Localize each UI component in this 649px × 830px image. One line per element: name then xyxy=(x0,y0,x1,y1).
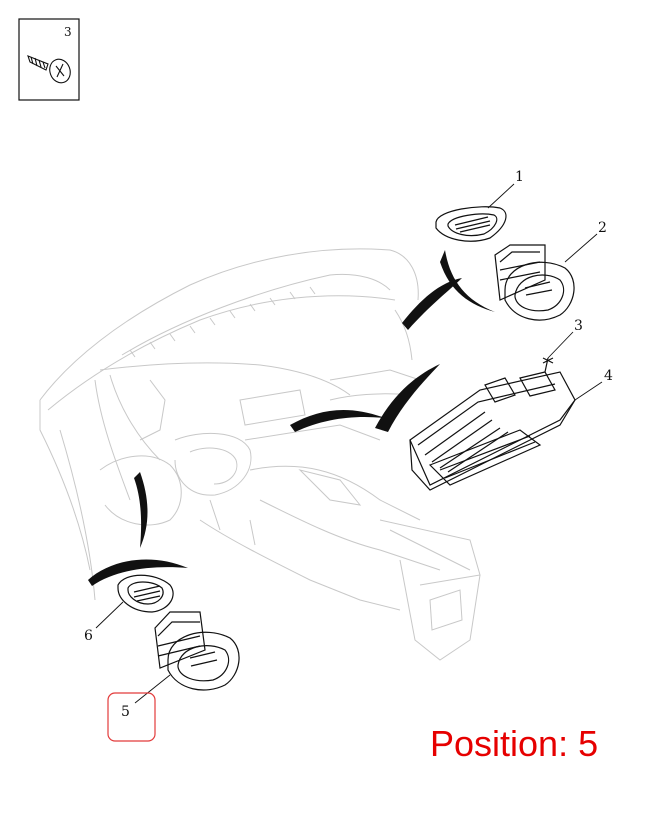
position-label: Position: 5 xyxy=(430,723,599,764)
part-5-vent xyxy=(154,611,240,691)
callout-4: 4 xyxy=(604,368,613,384)
callout-5-highlight xyxy=(107,692,156,742)
inset-label: 3 xyxy=(64,25,72,39)
callout-1: 1 xyxy=(515,169,524,185)
callout-3: 3 xyxy=(574,318,583,334)
swoosh-leaders xyxy=(88,250,495,586)
callout-leaders xyxy=(95,183,603,704)
screw-icon xyxy=(27,55,71,84)
part-6-grille xyxy=(117,574,174,613)
callout-6: 6 xyxy=(84,628,93,644)
inset-box: 3 xyxy=(18,18,80,101)
part-1-grille xyxy=(435,206,507,242)
callout-labels: 1 2 3 4 5 6 xyxy=(84,169,613,720)
callout-2: 2 xyxy=(598,220,607,236)
part-4-centre-vent xyxy=(409,357,576,491)
part-2-vent xyxy=(494,244,575,321)
callout-5: 5 xyxy=(121,704,130,720)
